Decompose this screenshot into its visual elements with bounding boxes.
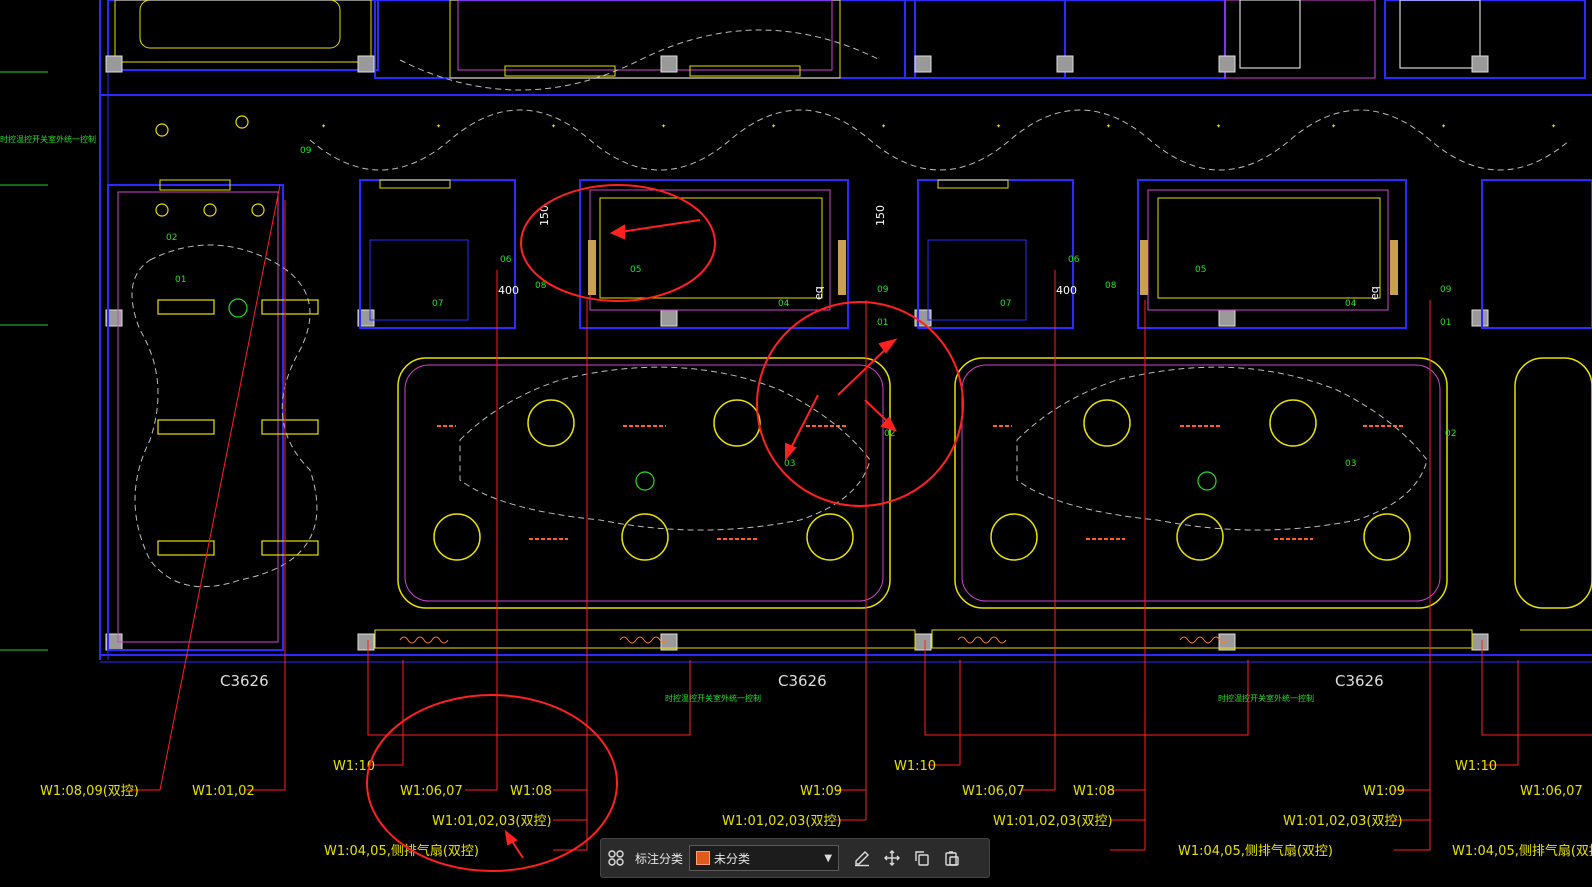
window-label-2: C3626 <box>778 672 827 690</box>
svg-text:03: 03 <box>1345 459 1356 469</box>
svg-text:05: 05 <box>1195 265 1206 275</box>
svg-text:✦: ✦ <box>1331 123 1336 130</box>
annotation-u3-3: W1:10 <box>1455 759 1497 774</box>
dimension-400-2: 400 <box>1056 284 1077 297</box>
svg-text:✦: ✦ <box>1216 123 1221 130</box>
dimension-150-2: 150 <box>874 205 887 226</box>
dimension-150-1: 150 <box>538 205 551 226</box>
svg-text:02: 02 <box>884 429 895 439</box>
grid-icon[interactable] <box>601 843 631 873</box>
svg-text:09: 09 <box>300 146 312 156</box>
annotation-toolbar: 标注分类 未分类 ▼ <box>600 838 990 878</box>
switch-note-3: 时控温控开关室外统一控制 <box>1218 693 1314 703</box>
annotation-u2-7: W1:04,05,侧排气扇(双控) <box>1178 843 1333 859</box>
svg-text:08: 08 <box>1105 281 1117 291</box>
copy-icon[interactable] <box>907 843 937 873</box>
svg-text:✦: ✦ <box>321 123 326 130</box>
annotation-u2-3: W1:10 <box>894 759 936 774</box>
svg-text:✦: ✦ <box>661 123 666 130</box>
svg-text:✦: ✦ <box>1106 123 1111 130</box>
annotation-u1-2: W1:06,07 <box>400 784 463 799</box>
structural-columns <box>105 55 1489 651</box>
corridor-fixtures: ✦ ✦ ✦ ✦ ✦ ✦ ✦ ✦ ✦ ✦ ✦ ✦ <box>321 123 1556 130</box>
annotation-u3-4: W1:06,07 <box>1520 784 1583 799</box>
annotation-u1-4: W1:01,02,03(双控) <box>432 814 552 829</box>
move-icon[interactable] <box>877 843 907 873</box>
corridor-dashed-arcs <box>309 29 1571 171</box>
unit-2 <box>917 179 1473 649</box>
svg-text:02: 02 <box>1445 429 1456 439</box>
category-label: 标注分类 <box>635 851 684 866</box>
svg-text:07: 07 <box>1000 299 1011 309</box>
left-guide-lines <box>0 71 48 651</box>
svg-text:✦: ✦ <box>1551 123 1556 130</box>
edit-icon[interactable] <box>847 843 877 873</box>
svg-text:01: 01 <box>877 318 888 328</box>
top-rooms <box>107 0 1586 79</box>
svg-text:03: 03 <box>784 459 795 469</box>
category-value: 未分类 <box>714 851 751 866</box>
window-label-1: C3626 <box>220 672 269 690</box>
svg-text:02: 02 <box>166 233 177 243</box>
svg-text:09: 09 <box>1440 285 1452 295</box>
svg-text:09: 09 <box>877 285 889 295</box>
dimension-eq-2: eq <box>1368 286 1381 300</box>
chevron-down-icon: ▼ <box>824 852 833 864</box>
left-room <box>107 179 318 651</box>
annotation-u1-5: W1:04,05,侧排气扇(双控) <box>324 843 479 859</box>
leader-lines <box>130 184 1592 851</box>
annotation-left-1: W1:08,09(双控) <box>40 784 139 799</box>
annotation-u2-5: W1:08 <box>1073 784 1115 799</box>
svg-text:01: 01 <box>1440 318 1451 328</box>
svg-text:06: 06 <box>500 255 512 265</box>
window-label-3: C3626 <box>1335 672 1384 690</box>
svg-text:08: 08 <box>535 281 547 291</box>
corridor-walls <box>99 0 1592 663</box>
svg-text:01: 01 <box>175 275 186 285</box>
annotation-u2-6: W1:01,02,03(双控) <box>993 814 1113 829</box>
annotation-u2-4: W1:06,07 <box>962 784 1025 799</box>
markup-arrows <box>504 219 898 859</box>
annotation-u3-5: W1:04,05,侧排气扇(双控) <box>1452 843 1592 859</box>
svg-text:✦: ✦ <box>436 123 441 130</box>
unit-1 <box>359 179 916 649</box>
svg-text:05: 05 <box>630 265 641 275</box>
svg-text:✦: ✦ <box>881 123 886 130</box>
svg-text:06: 06 <box>1068 255 1080 265</box>
switch-note-1: 时控温控开关室外统一控制 <box>0 134 96 144</box>
svg-text:✦: ✦ <box>1441 123 1446 130</box>
annotation-u2-2: W1:01,02,03(双控) <box>722 814 842 829</box>
svg-text:04: 04 <box>1345 299 1357 309</box>
left-room-fixtures <box>155 115 319 556</box>
category-color-swatch <box>696 851 711 865</box>
svg-text:✦: ✦ <box>771 123 776 130</box>
annotation-u3-2: W1:01,02,03(双控) <box>1283 814 1403 829</box>
dimension-eq-1: eq <box>812 286 825 300</box>
paste-icon[interactable] <box>937 843 967 873</box>
annotation-left-2: W1:01,02 <box>192 784 255 799</box>
svg-text:04: 04 <box>778 299 790 309</box>
zone-numbers: 02 01 09 07 06 08 05 04 09 01 02 03 07 0… <box>166 146 1456 469</box>
annotation-u1-1: W1:10 <box>333 759 375 774</box>
svg-text:✦: ✦ <box>551 123 556 130</box>
unit-3-partial <box>1481 179 1592 631</box>
annotations: W1:08,09(双控) W1:01,02 W1:10 W1:06,07 W1:… <box>40 759 1592 859</box>
speaker-icon <box>228 298 248 318</box>
category-select[interactable]: 未分类 ▼ <box>689 845 840 871</box>
svg-text:07: 07 <box>432 299 443 309</box>
svg-text:✦: ✦ <box>996 123 1001 130</box>
markup-circles <box>366 184 964 872</box>
switch-note-2: 时控温控开关室外统一控制 <box>665 693 761 703</box>
annotation-u1-3: W1:08 <box>510 784 552 799</box>
annotation-u3-1: W1:09 <box>1363 784 1405 799</box>
dimension-400-1: 400 <box>498 284 519 297</box>
annotation-u2-1: W1:09 <box>800 784 842 799</box>
